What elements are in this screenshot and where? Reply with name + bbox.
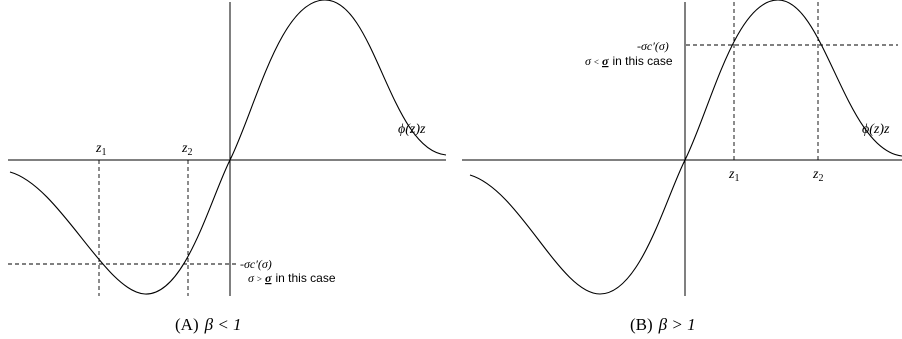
panel-b-z2-label: z2	[812, 167, 823, 184]
panel-b-z1-label: z1	[728, 167, 739, 184]
panel-a-z1-label: z1	[95, 141, 106, 158]
panel-a-curve-label: ϕ(z)z	[398, 122, 426, 137]
panel-a-level-label: -σc′(σ)	[240, 257, 272, 271]
panel-b-curve-label: ϕ(z)z	[862, 122, 890, 137]
panel-a-caption: (A)β < 1	[175, 315, 242, 334]
panel-b-curve	[469, 0, 902, 295]
panel-b-level-label: -σc′(σ)	[637, 39, 669, 53]
panel-a-z2-label: z2	[181, 141, 192, 158]
panel-a-curve	[9, 0, 447, 295]
panel-b-caption: (B)β > 1	[630, 315, 696, 334]
